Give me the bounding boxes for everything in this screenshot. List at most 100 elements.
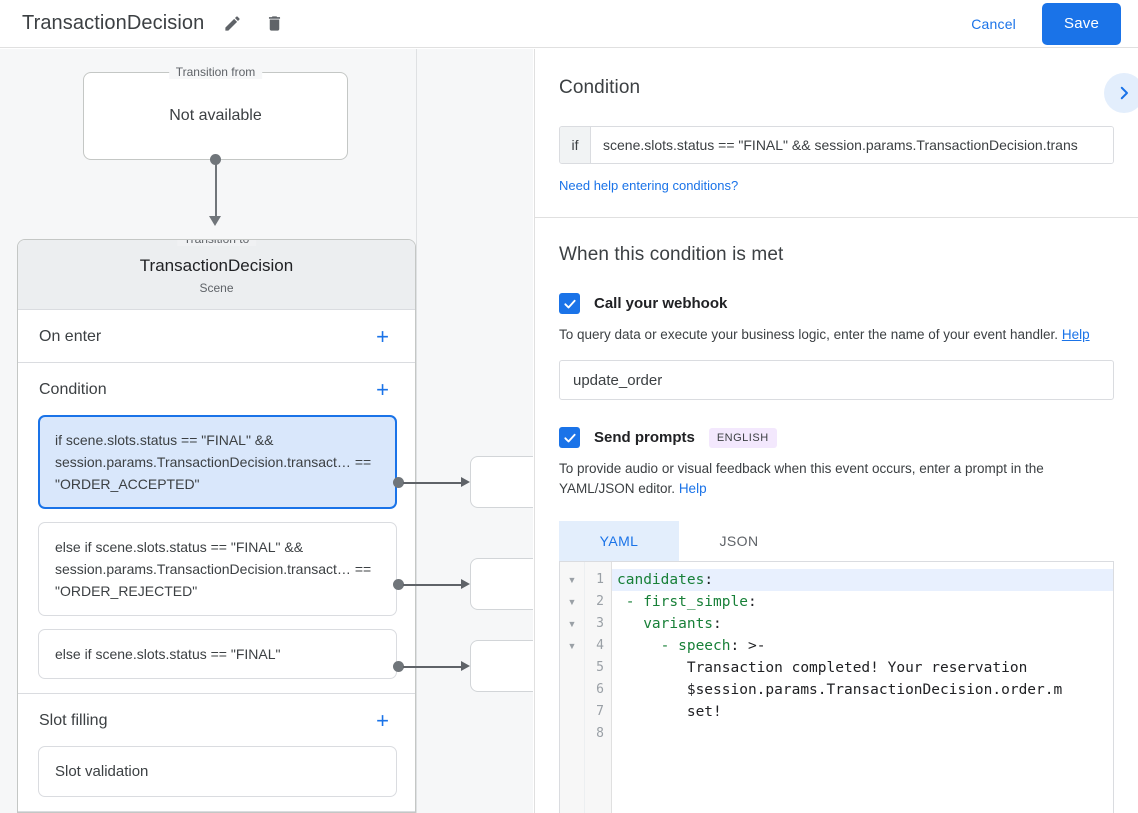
- page-title: TransactionDecision: [22, 12, 205, 34]
- condition-list-item[interactable]: else if scene.slots.status == "FINAL" &&…: [38, 522, 397, 616]
- prompts-help-link[interactable]: Help: [678, 481, 707, 496]
- add-slot-filling-button[interactable]: +: [376, 708, 389, 733]
- code-line-number: 5: [596, 660, 604, 675]
- section-label-on-enter: On enter: [39, 328, 102, 345]
- code-line[interactable]: set!: [617, 704, 722, 720]
- canvas-vertical-divider: [416, 49, 417, 813]
- connector-arrow-down: [209, 216, 221, 226]
- prompt-code-editor[interactable]: ▼ ▼ ▼ ▼ 1 2 3 4 5 6 7 8 candidates: - first_simple…: [559, 561, 1114, 813]
- section-condition: Condition + if scene.slots.status == "FI…: [18, 363, 415, 694]
- webhook-help-link[interactable]: Help: [1061, 327, 1090, 342]
- connector-line-vertical: [215, 159, 217, 222]
- when-condition-met-section: When this condition is met Call your web…: [535, 218, 1138, 813]
- scene-card-title: TransactionDecision: [139, 256, 294, 275]
- condition-section-heading: Condition: [559, 77, 641, 98]
- trash-icon[interactable]: [260, 10, 288, 38]
- edge-dot-condition-3: [393, 661, 404, 672]
- edge-arrow-condition-2: [461, 579, 470, 589]
- code-line[interactable]: variants:: [617, 616, 722, 632]
- details-panel: Condition if Need help entering conditio…: [534, 49, 1138, 813]
- code-fold-toggle-icon[interactable]: ▼: [567, 619, 577, 629]
- call-webhook-checkbox[interactable]: [559, 293, 580, 314]
- topbar-actions: Cancel Save: [957, 2, 1121, 45]
- editor-format-tabs: YAML JSON: [559, 521, 1114, 561]
- language-badge: ENGLISH: [708, 427, 777, 448]
- condition-list: if scene.slots.status == "FINAL" && sess…: [18, 415, 415, 693]
- code-fold-spacer: [560, 701, 584, 723]
- code-line-number: 2: [596, 594, 604, 609]
- code-fold-toggle-icon[interactable]: ▼: [567, 597, 577, 607]
- section-header-on-enter: On enter +: [18, 310, 415, 362]
- condition-editor-section: Condition if Need help entering conditio…: [535, 49, 1138, 218]
- code-line[interactable]: $session.params.TransactionDecision.orde…: [617, 682, 1063, 698]
- condition-input[interactable]: [591, 127, 1113, 163]
- code-line[interactable]: candidates:: [612, 569, 1113, 591]
- edge-dot-condition-2: [393, 579, 404, 590]
- section-slot-filling: Slot filling + Slot validation: [18, 694, 415, 812]
- code-fold-spacer: [560, 657, 584, 679]
- transition-to-legend: Transition to: [176, 240, 257, 246]
- section-header-slot-filling: Slot filling +: [18, 694, 415, 746]
- code-line-number: 3: [596, 616, 604, 631]
- code-content[interactable]: candidates: - first_simple: variants: - …: [612, 562, 1113, 813]
- chevron-right-icon[interactable]: [1104, 73, 1138, 113]
- event-handler-input[interactable]: [559, 360, 1114, 400]
- scene-card-subtitle: Scene: [199, 281, 234, 295]
- section-header-condition: Condition +: [18, 363, 415, 415]
- section-label-slot-filling: Slot filling: [39, 712, 108, 729]
- when-met-heading: When this condition is met: [559, 244, 784, 265]
- send-prompts-checkbox[interactable]: [559, 427, 580, 448]
- add-on-enter-button[interactable]: +: [376, 324, 389, 349]
- call-webhook-label: Call your webhook: [594, 295, 728, 312]
- scene-card: Transition to TransactionDecision Scene …: [17, 239, 416, 813]
- edge-line-condition-1: [403, 482, 463, 484]
- code-line[interactable]: [612, 723, 1113, 745]
- code-line-number: 4: [596, 638, 604, 653]
- prompts-description-text: To provide audio or visual feedback when…: [559, 461, 1044, 496]
- top-app-bar: TransactionDecision Cancel Save: [0, 0, 1138, 48]
- transition-from-legend: Transition from: [168, 65, 263, 79]
- slot-validation-item[interactable]: Slot validation: [38, 746, 397, 797]
- code-fold-spacer: [560, 723, 584, 745]
- target-transition-box[interactable]: [470, 558, 533, 610]
- edge-arrow-condition-1: [461, 477, 470, 487]
- edge-line-condition-2: [403, 584, 463, 586]
- condition-help-link[interactable]: Need help entering conditions?: [559, 178, 739, 193]
- code-fold-toggle-icon[interactable]: ▼: [567, 575, 577, 585]
- send-prompts-row: Send prompts ENGLISH: [559, 427, 1114, 448]
- save-button[interactable]: Save: [1042, 2, 1121, 45]
- scene-graph-canvas: Transition from Not available Transition…: [0, 49, 533, 813]
- edge-dot-condition-1: [393, 477, 404, 488]
- code-line-numbers: 1 2 3 4 5 6 7 8: [585, 562, 612, 813]
- webhook-description-text: To query data or execute your business l…: [559, 327, 1059, 342]
- send-prompts-label: Send prompts: [594, 429, 695, 446]
- condition-list-item[interactable]: else if scene.slots.status == "FINAL": [38, 629, 397, 679]
- code-fold-spacer: [560, 679, 584, 701]
- code-line-number: 6: [596, 682, 604, 697]
- section-label-condition: Condition: [39, 381, 107, 398]
- target-transition-box[interactable]: [470, 456, 533, 508]
- edge-arrow-condition-3: [461, 661, 470, 671]
- pencil-icon[interactable]: [218, 10, 246, 38]
- code-line[interactable]: - first_simple:: [617, 594, 757, 610]
- code-fold-toggle-icon[interactable]: ▼: [567, 641, 577, 651]
- prompts-description: To provide audio or visual feedback when…: [559, 459, 1114, 499]
- tab-yaml[interactable]: YAML: [559, 521, 679, 561]
- code-line[interactable]: - speech: >-: [617, 638, 766, 654]
- transition-from-value: Not available: [169, 107, 262, 124]
- add-condition-button[interactable]: +: [376, 377, 389, 402]
- code-line-number: 1: [596, 572, 604, 587]
- if-prefix-label: if: [560, 127, 591, 163]
- condition-input-group: if: [559, 126, 1114, 164]
- target-transition-box[interactable]: [470, 640, 533, 692]
- transition-from-card: Transition from Not available: [83, 65, 348, 160]
- cancel-button[interactable]: Cancel: [957, 7, 1030, 41]
- tab-json[interactable]: JSON: [719, 533, 759, 549]
- condition-list-item[interactable]: if scene.slots.status == "FINAL" && sess…: [38, 415, 397, 509]
- code-line-number: 7: [596, 704, 604, 719]
- code-line[interactable]: Transaction completed! Your reservation: [617, 660, 1028, 676]
- code-fold-gutter[interactable]: ▼ ▼ ▼ ▼: [560, 562, 585, 813]
- edge-line-condition-3: [403, 666, 463, 668]
- scene-card-header: Transition to TransactionDecision Scene: [18, 240, 415, 310]
- code-line-number: 8: [596, 726, 604, 741]
